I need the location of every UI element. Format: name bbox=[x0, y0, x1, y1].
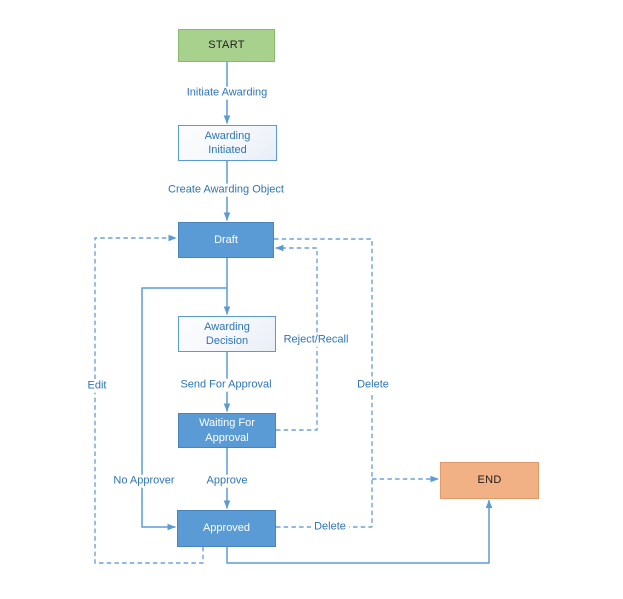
node-awarding-initiated: Awarding Initiated bbox=[178, 125, 277, 161]
edge-no-approver-draft-to-approved bbox=[141, 287, 227, 531]
edge-label-no-approver: No Approver bbox=[110, 474, 178, 488]
edge-label-approve: Approve bbox=[203, 474, 251, 488]
node-awarding-decision: Awarding Decision bbox=[178, 316, 276, 352]
edge-label-delete-from-approved: Delete bbox=[311, 520, 349, 534]
node-start: START bbox=[178, 29, 275, 62]
edge-label-initiate-awarding: Initiate Awarding bbox=[183, 86, 271, 100]
node-waiting-for-approval: Waiting For Approval bbox=[178, 413, 276, 448]
edge-approved-to-end bbox=[226, 499, 493, 564]
node-end: END bbox=[440, 462, 539, 499]
edge-edit-approved-to-draft bbox=[94, 234, 204, 564]
edge-delete-from-draft bbox=[274, 238, 373, 527]
edge-label-create-awarding-object: Create Awarding Object bbox=[165, 183, 287, 197]
edge-label-edit: Edit bbox=[84, 379, 110, 393]
edge-label-delete-from-draft: Delete bbox=[354, 378, 392, 392]
edge-label-send-for-approval: Send For Approval bbox=[177, 378, 275, 392]
edge-label-reject-recall: Reject/Recall bbox=[280, 333, 352, 347]
node-approved: Approved bbox=[177, 510, 276, 547]
node-draft: Draft bbox=[178, 222, 274, 258]
